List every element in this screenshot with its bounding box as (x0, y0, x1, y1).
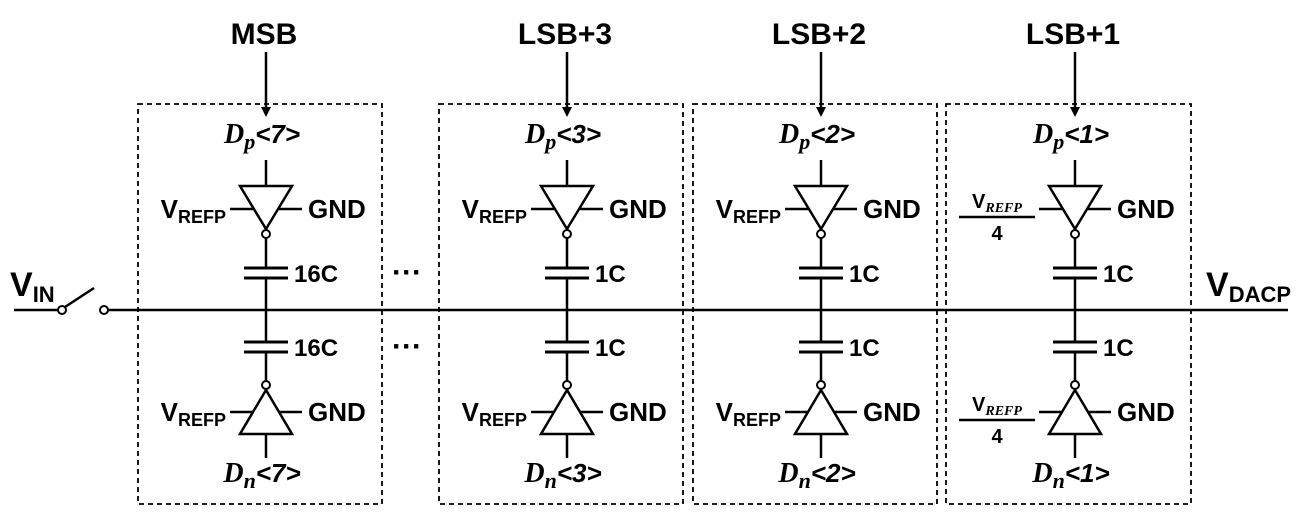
dn-label: Dn<7> (222, 458, 300, 493)
vdacp-label: VDACP (1206, 266, 1291, 307)
bit-label: LSB+3 (518, 18, 612, 51)
bottom-vref-label-denominator: 4 (991, 426, 1003, 448)
top-inverter (538, 184, 596, 232)
dp-label: Dp<1> (1032, 119, 1109, 154)
bottom-gnd-label: GND (609, 397, 667, 427)
bottom-cap-label: 1C (849, 335, 880, 362)
top-gnd-label: GND (308, 194, 366, 224)
ellipsis-top: ··· (392, 256, 422, 289)
bottom-vref-label: VREFP (161, 397, 226, 430)
dp-label: Dp<2> (778, 119, 855, 154)
top-vref-label: VREFP (161, 194, 226, 227)
bottom-gnd-label: GND (308, 397, 366, 427)
bottom-vref-label: VREFP (462, 397, 527, 430)
switch-terminal-left (57, 305, 67, 315)
dac-cell-2: LSB+2Dp<2> VREFP GND 1C 1C VREFP GND Dn<2> (692, 18, 938, 505)
cell-boundary (692, 103, 938, 505)
bottom-cap-label: 16C (294, 335, 338, 362)
top-inverter (1046, 184, 1104, 232)
dp-label: Dp<3> (524, 119, 601, 154)
cell-boundary (945, 103, 1192, 505)
top-gnd-label: GND (609, 194, 667, 224)
bottom-cap-label: 1C (1103, 335, 1134, 362)
top-cap-label: 16C (294, 261, 338, 288)
top-inverter-bubble (1070, 229, 1080, 239)
top-cap-label: 1C (1103, 261, 1134, 288)
bottom-vref-label: VREFP (972, 394, 1022, 419)
dac-cell-0: MSB Dp<7> VREFP GND 16C 16C VREFP GND Dn<7> (137, 18, 383, 505)
bit-label: LSB+1 (1026, 18, 1120, 51)
top-inverter-bubble (816, 229, 826, 239)
top-inverter-bubble (261, 229, 271, 239)
dn-label: Dn<2> (777, 458, 855, 493)
top-cap-label: 1C (849, 261, 880, 288)
dp-label: Dp<7> (223, 119, 300, 154)
bit-label: LSB+2 (772, 18, 866, 51)
top-vref-label: VREFP (972, 191, 1022, 216)
dn-label: Dn<1> (1031, 458, 1109, 493)
bottom-cap-label: 1C (595, 335, 626, 362)
dac-cell-1: LSB+3Dp<3> VREFP GND 1C 1C VREFP GND Dn<3> (438, 18, 684, 505)
bit-label: MSB (231, 18, 298, 51)
switch-blade[interactable] (64, 286, 95, 309)
top-inverter (792, 184, 850, 232)
top-cap-label: 1C (595, 261, 626, 288)
top-gnd-label: GND (1117, 194, 1175, 224)
top-gnd-label: GND (863, 194, 921, 224)
cell-boundary (438, 103, 684, 505)
bottom-gnd-label: GND (1117, 397, 1175, 427)
switch-terminal-right (99, 305, 109, 315)
top-vref-label: VREFP (716, 194, 781, 227)
cells-layer: MSB Dp<7> VREFP GND 16C 16C VREFP GND Dn<7> LSB+3… (137, 18, 1192, 505)
vin-label: VIN (10, 266, 55, 307)
bottom-gnd-label: GND (863, 397, 921, 427)
dn-label: Dn<3> (523, 458, 601, 493)
top-vref-label: VREFP (462, 194, 527, 227)
top-vref-label-denominator: 4 (991, 223, 1003, 245)
cell-boundary (137, 103, 383, 505)
top-inverter-bubble (562, 229, 572, 239)
top-inverter (237, 184, 295, 232)
ellipsis-bottom: ··· (392, 330, 422, 363)
bottom-vref-label: VREFP (716, 397, 781, 430)
